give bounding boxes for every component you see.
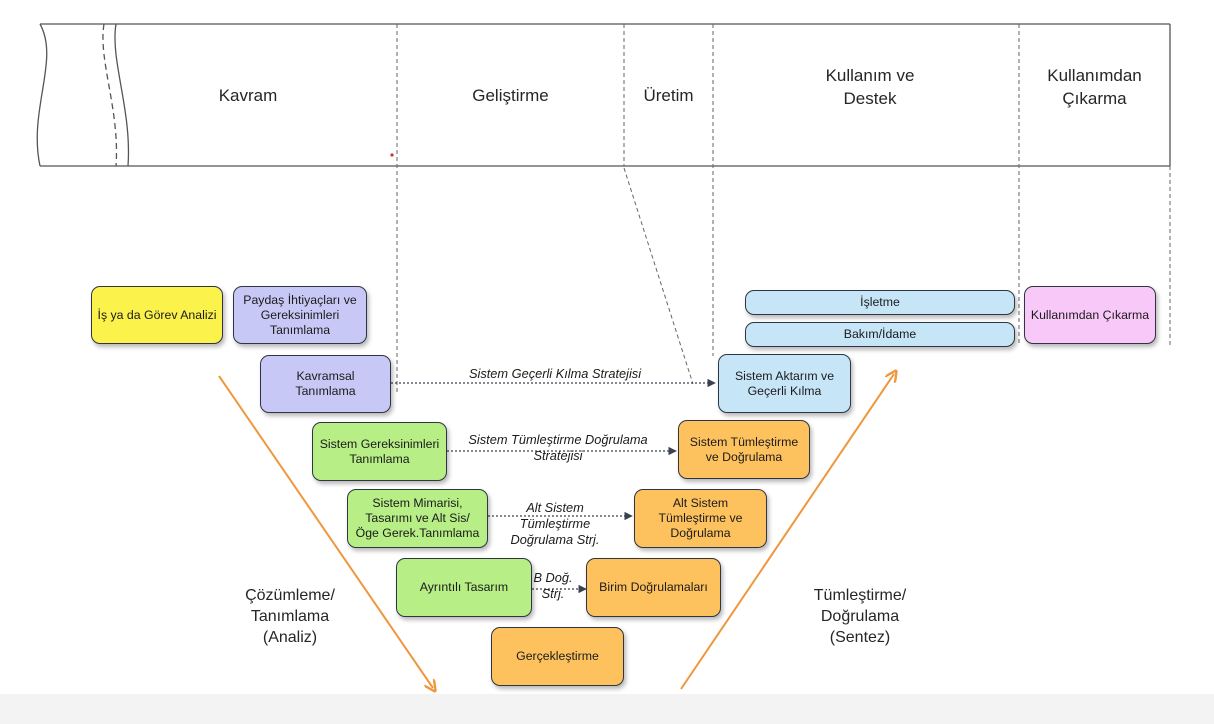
box-alt-sistem-tumlestirme: Alt Sistem Tümleştirme ve Doğrulama: [634, 489, 767, 548]
caption-analiz: Çözümleme/ Tanımlama (Analiz): [245, 587, 335, 646]
box-kavramsal-tanimlama: Kavramsal Tanımlama: [260, 355, 391, 413]
box-is-gorev-analizi: İş ya da Görev Analizi: [91, 286, 223, 344]
box-gerceklestirme: Gerçekleştirme: [491, 627, 624, 686]
box-paydas-ihtiyaclari: Paydaş İhtiyaçları ve Gereksinimleri Tan…: [233, 286, 367, 344]
label-alt-sistem-stratejisi: Alt Sistem Tümleştirme Doğrulama Strj.: [510, 500, 600, 547]
marker-dot: [390, 153, 394, 157]
strategy-arrows: [391, 378, 716, 594]
box-ayrintili-tasarim: Ayrıntılı Tasarım: [396, 558, 532, 617]
bottom-band: [0, 694, 1214, 724]
box-sistem-mimarisi: Sistem Mimarisi, Tasarımı ve Alt Sis/ Ög…: [347, 489, 488, 548]
box-birim-dogrulamalari: Birim Doğrulamaları: [586, 558, 721, 617]
box-bakim-idame: Bakım/İdame: [745, 322, 1015, 347]
box-sistem-aktarim: Sistem Aktarım ve Geçerli Kılma: [718, 354, 851, 413]
phase-kavram: Kavram: [218, 85, 278, 105]
label-birim-stratejisi: B Doğ. Strj.: [533, 570, 573, 601]
phase-uretim: Üretim: [643, 85, 694, 105]
synthesis-arrow: [680, 374, 894, 690]
analysis-arrow: [218, 375, 433, 688]
box-sistem-gereksinimleri: Sistem Gereksinimleri Tanımlama: [312, 422, 447, 481]
phase-gelistirme: Geliştirme: [472, 85, 549, 105]
phase-separators: [396, 24, 1171, 392]
box-isletme: İşletme: [745, 290, 1015, 315]
phase-kullanim-destek: Kullanım ve Destek: [825, 66, 915, 108]
label-tumlestirme-dogrulama-stratejisi: Sistem Tümleştirme Doğrulama Stratejisi: [468, 432, 648, 463]
label-gecerli-kilma-stratejisi: Sistem Geçerli Kılma Stratejisi: [468, 366, 642, 381]
caption-sentez: Tümleştirme/ Doğrulama (Sentez): [813, 587, 907, 646]
header-frame: [36, 23, 1171, 167]
phase-kullanimdan-cikarma: Kullanımdan Çıkarma: [1047, 66, 1142, 108]
box-kullanimdan-cikarma: Kullanımdan Çıkarma: [1024, 286, 1156, 344]
box-sistem-tumlestirme: Sistem Tümleştirme ve Doğrulama: [678, 420, 810, 479]
